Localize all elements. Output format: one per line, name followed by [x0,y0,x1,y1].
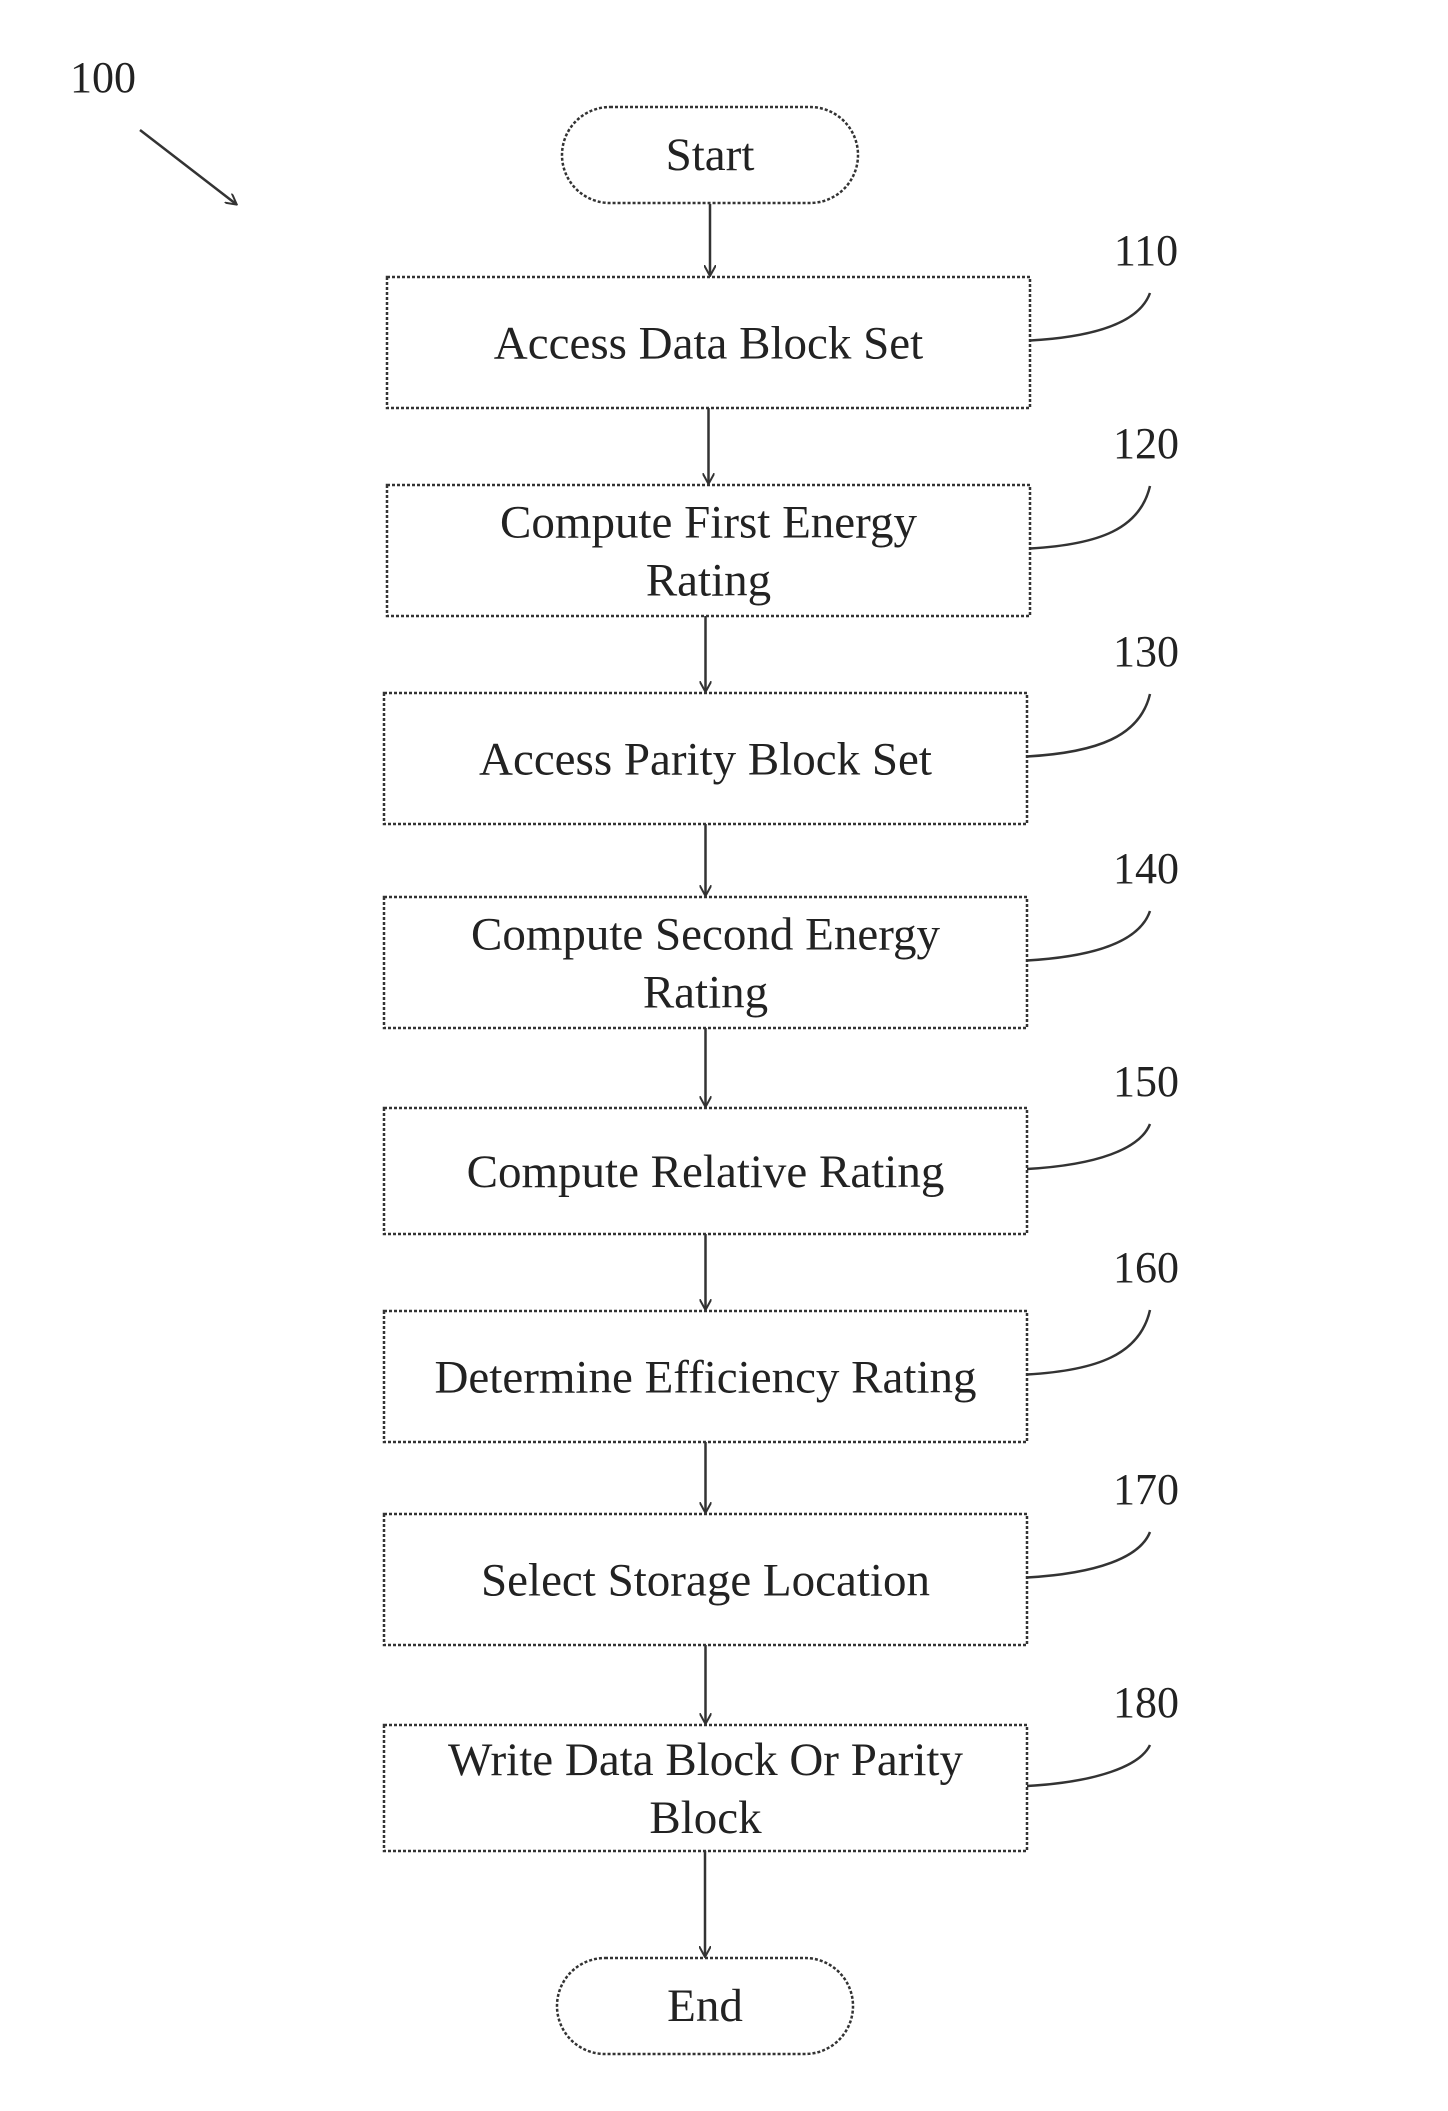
step-ref-number: 180 [1113,1678,1179,1727]
process-step: Determine Efficiency Rating 160 [384,1243,1179,1442]
process-step-label: Write Data Block Or Parity [448,1734,963,1786]
step-ref-number: 140 [1113,844,1179,893]
process-step-label: Compute Second Energy [471,909,941,961]
ref-leader-line [1027,694,1150,757]
process-step-label: Select Storage Location [481,1555,930,1607]
ref-leader-line [1027,1532,1150,1578]
process-step: Write Data Block Or ParityBlock 180 [384,1678,1179,1851]
step-ref-number: 130 [1113,627,1179,676]
step-ref-number: 110 [1114,226,1178,275]
step-ref-number: 120 [1113,419,1179,468]
process-step-label: Compute First Energy [500,497,917,549]
process-step-label: Rating [643,967,768,1019]
end-label: End [667,1980,743,2032]
figure-ref-number: 100 [70,53,136,102]
process-step: Compute Relative Rating 150 [384,1057,1179,1234]
process-step: Compute Second EnergyRating 140 [384,844,1179,1028]
process-step-label: Determine Efficiency Rating [434,1352,976,1404]
ref-leader-line [1027,1310,1150,1375]
start-label: Start [666,129,755,181]
step-ref-number: 160 [1113,1243,1179,1292]
process-step-label: Access Data Block Set [494,318,923,370]
step-ref-number: 170 [1113,1465,1179,1514]
step-ref-number: 150 [1113,1057,1179,1106]
process-step-label: Access Parity Block Set [479,734,932,786]
process-step: Select Storage Location 170 [384,1465,1179,1645]
process-steps: Access Data Block Set 110Compute First En… [384,204,1179,1956]
process-step-label: Block [649,1792,762,1844]
ref-leader-line [1027,911,1150,961]
ref-leader-line [1030,486,1150,549]
ref-leader-line [1027,1745,1150,1786]
ref-leader-line [1027,1124,1150,1169]
process-step-label: Compute Relative Rating [467,1146,945,1198]
process-step: Access Data Block Set 110 [387,226,1178,408]
process-step: Access Parity Block Set 130 [384,627,1179,824]
process-step-label: Rating [646,555,771,607]
ref-leader-line [1030,293,1150,341]
start-terminal: Start [562,107,858,203]
process-step: Compute First EnergyRating 120 [387,419,1179,616]
figure-ref-arrow [140,130,236,204]
end-terminal: End [557,1958,853,2054]
